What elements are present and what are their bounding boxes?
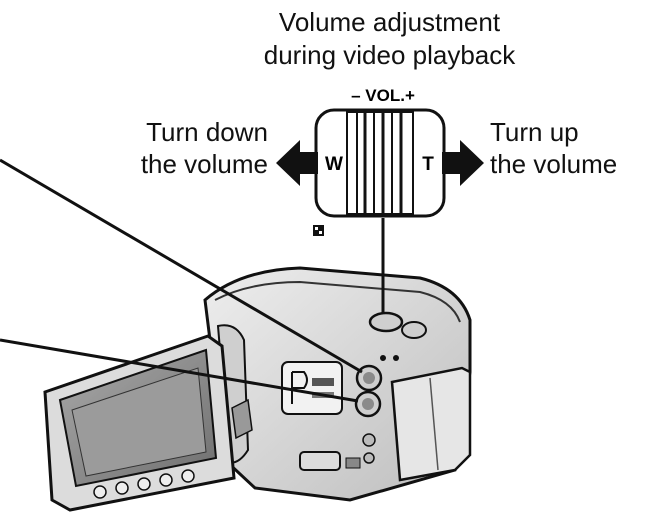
turn-down-line-1: Turn down (146, 117, 268, 147)
arrow-left-icon (276, 140, 318, 186)
arrow-right-icon (442, 140, 484, 186)
camcorder-body (203, 266, 472, 502)
vol-scale-label: – VOL.+ (351, 86, 415, 105)
leader-line-lower (0, 338, 359, 403)
zoom-lever[interactable]: W T (314, 108, 446, 218)
turn-down-label: Turn down the volume (98, 116, 268, 180)
tele-mark: T (422, 154, 434, 175)
diagram-caption: Volume adjustment during video playback (0, 6, 659, 72)
playback-mode-icon (313, 225, 324, 236)
turn-up-label: Turn up the volume (490, 116, 659, 180)
lcd-monitor (43, 334, 236, 512)
turn-down-line-2: the volume (140, 149, 268, 179)
caption-line-1: Volume adjustment (278, 7, 501, 37)
turn-up-line-1: Turn up (490, 117, 579, 147)
turn-up-line-2: the volume (490, 149, 618, 179)
wide-mark: W (325, 154, 343, 175)
leader-line-upper (0, 158, 363, 374)
caption-line-2: during video playback (263, 40, 516, 70)
